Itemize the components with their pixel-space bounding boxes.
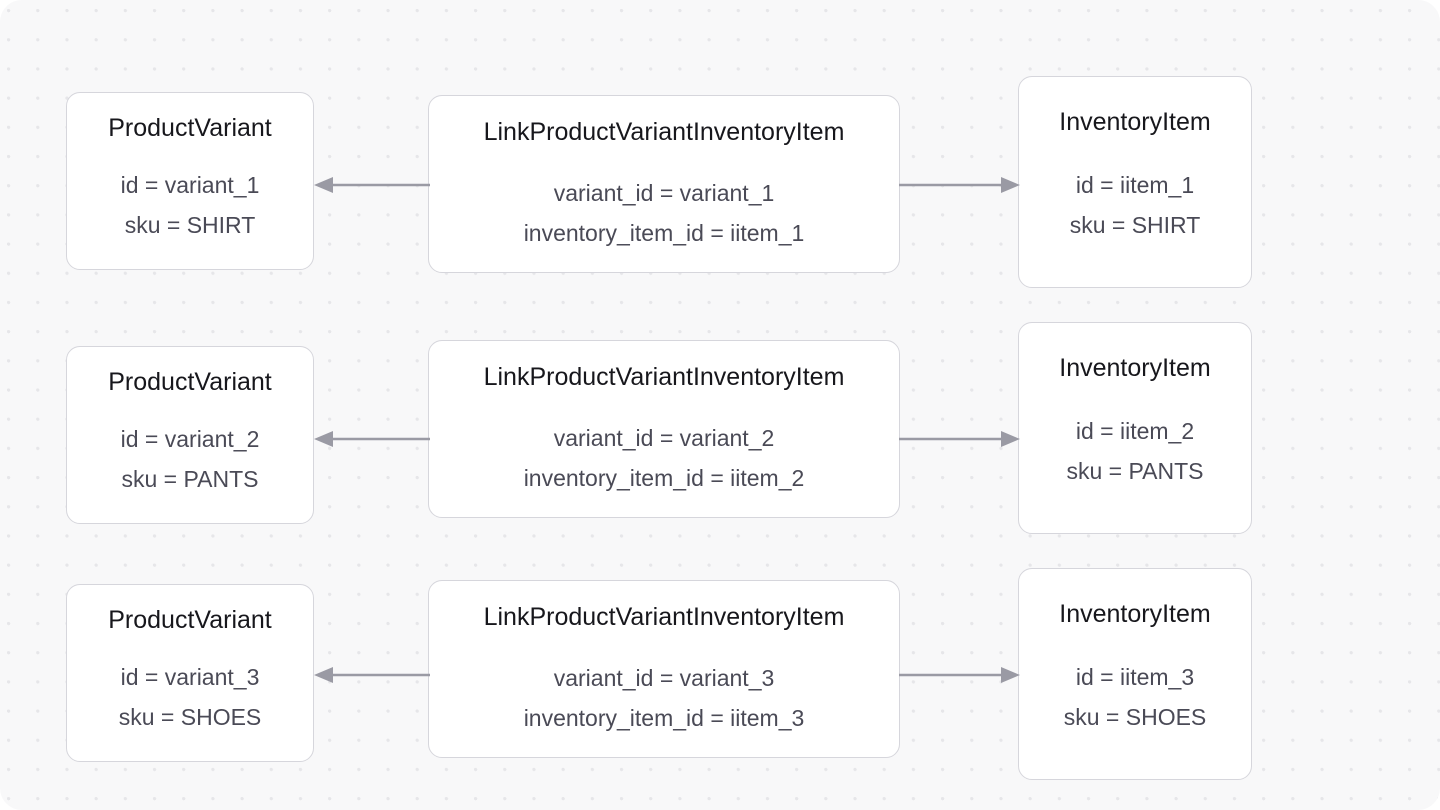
node-attr-variant-id: variant_id = variant_2	[553, 425, 775, 451]
node-attr-id: id = iitem_2	[1075, 418, 1195, 444]
node-attr-sku: sku = SHOES	[1063, 704, 1207, 730]
arrow-right-icon	[899, 431, 1020, 447]
node-attributes: id = variant_2 sku = PANTS	[121, 419, 260, 499]
edge-link-to-inventory-2	[899, 426, 1020, 452]
node-attr-sku: sku = SHOES	[118, 704, 262, 730]
node-attributes: variant_id = variant_3 inventory_item_id…	[524, 658, 805, 738]
node-product-variant-3[interactable]: ProductVariant id = variant_3 sku = SHOE…	[66, 584, 314, 762]
node-link-product-variant-inventory-item-3[interactable]: LinkProductVariantInventoryItem variant_…	[428, 580, 900, 758]
node-attributes: variant_id = variant_1 inventory_item_id…	[524, 173, 805, 253]
edge-link-to-inventory-3	[899, 662, 1020, 688]
node-inventory-item-3[interactable]: InventoryItem id = iitem_3 sku = SHOES	[1018, 568, 1252, 780]
node-attr-inventory-item-id: inventory_item_id = iitem_2	[523, 465, 805, 491]
node-attributes: id = variant_1 sku = SHIRT	[121, 165, 260, 245]
node-attr-inventory-item-id: inventory_item_id = iitem_1	[523, 220, 805, 246]
node-attr-id: id = variant_1	[120, 172, 260, 198]
arrow-right-icon	[899, 177, 1020, 193]
node-link-product-variant-inventory-item-2[interactable]: LinkProductVariantInventoryItem variant_…	[428, 340, 900, 518]
node-link-product-variant-inventory-item-1[interactable]: LinkProductVariantInventoryItem variant_…	[428, 95, 900, 273]
edge-link-to-variant-3	[314, 662, 430, 688]
node-attr-sku: sku = PANTS	[1066, 458, 1204, 484]
node-title: ProductVariant	[108, 606, 272, 634]
arrow-left-icon	[314, 667, 430, 683]
node-attributes: id = iitem_1 sku = SHIRT	[1070, 165, 1201, 245]
node-attributes: variant_id = variant_2 inventory_item_id…	[524, 418, 805, 498]
node-attr-id: id = variant_2	[120, 426, 260, 452]
node-title: InventoryItem	[1059, 600, 1211, 628]
node-title: ProductVariant	[108, 368, 272, 396]
node-title: InventoryItem	[1059, 108, 1211, 136]
node-attr-id: id = iitem_3	[1075, 664, 1195, 690]
edge-link-to-inventory-1	[899, 172, 1020, 198]
node-attr-variant-id: variant_id = variant_3	[553, 665, 775, 691]
node-title: InventoryItem	[1059, 354, 1211, 382]
node-inventory-item-1[interactable]: InventoryItem id = iitem_1 sku = SHIRT	[1018, 76, 1252, 288]
node-title: ProductVariant	[108, 114, 272, 142]
node-attr-id: id = variant_3	[120, 664, 260, 690]
node-attr-sku: sku = SHIRT	[124, 212, 256, 238]
arrow-right-icon	[899, 667, 1020, 683]
node-title: LinkProductVariantInventoryItem	[483, 118, 845, 146]
node-product-variant-1[interactable]: ProductVariant id = variant_1 sku = SHIR…	[66, 92, 314, 270]
node-attr-variant-id: variant_id = variant_1	[553, 180, 775, 206]
node-title: LinkProductVariantInventoryItem	[483, 363, 845, 391]
node-attr-id: id = iitem_1	[1075, 172, 1195, 198]
node-attr-inventory-item-id: inventory_item_id = iitem_3	[523, 705, 805, 731]
arrow-left-icon	[314, 431, 430, 447]
edge-link-to-variant-2	[314, 426, 430, 452]
arrow-left-icon	[314, 177, 430, 193]
node-attributes: id = variant_3 sku = SHOES	[119, 657, 262, 737]
node-product-variant-2[interactable]: ProductVariant id = variant_2 sku = PANT…	[66, 346, 314, 524]
node-attr-sku: sku = PANTS	[121, 466, 259, 492]
node-attr-sku: sku = SHIRT	[1069, 212, 1201, 238]
edge-link-to-variant-1	[314, 172, 430, 198]
node-title: LinkProductVariantInventoryItem	[483, 603, 845, 631]
node-inventory-item-2[interactable]: InventoryItem id = iitem_2 sku = PANTS	[1018, 322, 1252, 534]
node-attributes: id = iitem_2 sku = PANTS	[1067, 411, 1204, 491]
node-attributes: id = iitem_3 sku = SHOES	[1064, 657, 1207, 737]
